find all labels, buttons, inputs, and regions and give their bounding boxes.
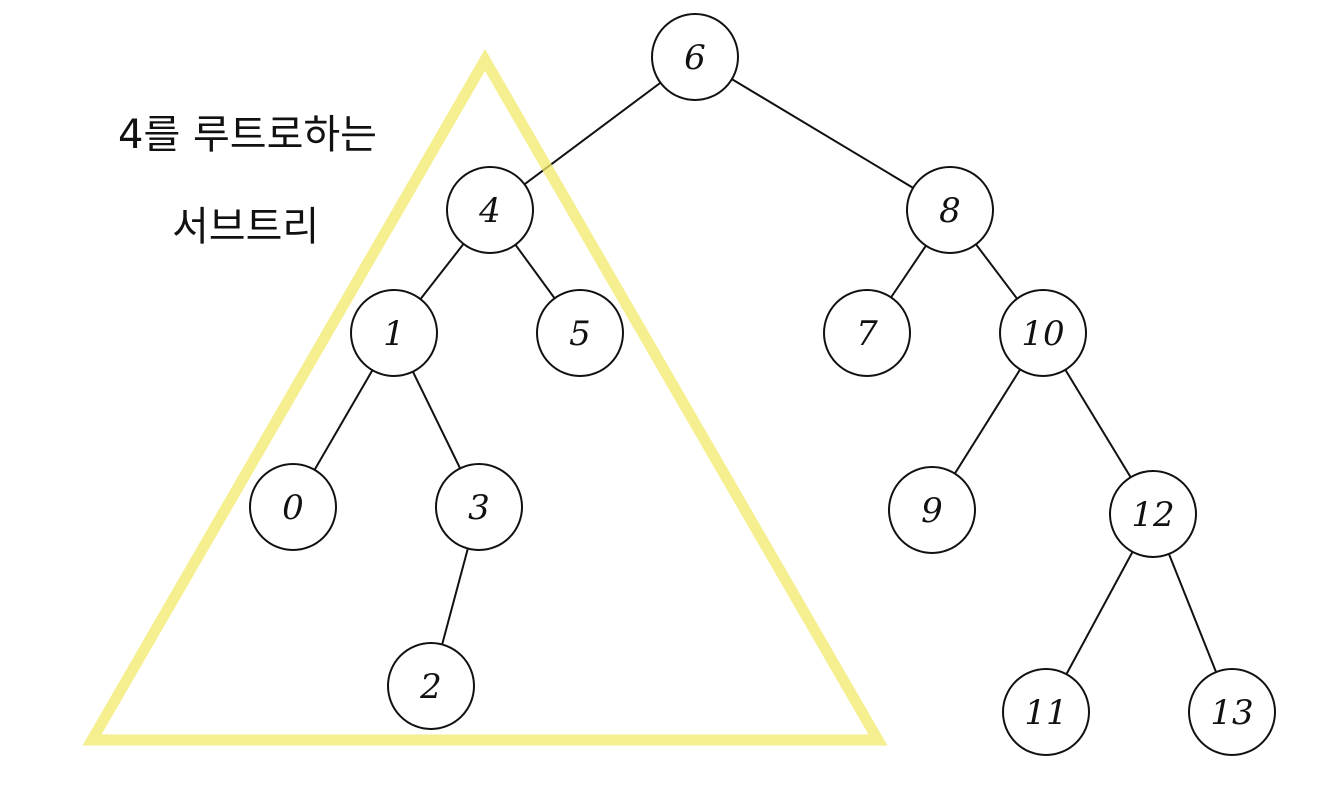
node-label: 13 bbox=[1210, 693, 1253, 733]
tree-node-7: 7 bbox=[823, 289, 911, 377]
node-label: 6 bbox=[684, 38, 706, 78]
tree-node-1: 1 bbox=[350, 289, 438, 377]
node-label: 7 bbox=[856, 314, 878, 354]
node-label: 10 bbox=[1021, 314, 1064, 354]
tree-node-11: 11 bbox=[1002, 668, 1090, 756]
node-circle bbox=[906, 166, 994, 254]
node-label: 11 bbox=[1024, 693, 1067, 733]
node-label: 9 bbox=[921, 491, 943, 531]
node-circle bbox=[1002, 668, 1090, 756]
annotation-line2: 서브트리 bbox=[172, 204, 319, 250]
node-circle bbox=[651, 13, 739, 101]
edge-n6-n8 bbox=[694, 56, 951, 211]
node-label: 2 bbox=[419, 667, 442, 707]
annotation-line1: 4를 루트로하는 bbox=[118, 112, 377, 158]
node-label: 0 bbox=[282, 488, 304, 528]
tree-node-5: 5 bbox=[536, 289, 624, 377]
node-circle bbox=[435, 463, 523, 551]
node-label: 5 bbox=[569, 314, 591, 354]
tree-node-6: 6 bbox=[651, 13, 739, 101]
node-label: 3 bbox=[468, 488, 490, 528]
tree-node-12: 12 bbox=[1109, 470, 1197, 558]
node-circle bbox=[446, 166, 534, 254]
tree-node-4: 4 bbox=[446, 166, 534, 254]
node-circle bbox=[387, 642, 475, 730]
node-label: 12 bbox=[1131, 495, 1174, 535]
node-circle bbox=[1188, 668, 1276, 756]
tree-node-10: 10 bbox=[999, 289, 1087, 377]
tree-node-2: 2 bbox=[387, 642, 475, 730]
node-label: 4 bbox=[478, 191, 501, 231]
node-label: 8 bbox=[939, 191, 961, 231]
tree-node-8: 8 bbox=[906, 166, 994, 254]
tree-node-9: 9 bbox=[888, 466, 976, 554]
tree-node-3: 3 bbox=[435, 463, 523, 551]
node-circle bbox=[999, 289, 1087, 377]
node-circle bbox=[249, 463, 337, 551]
node-circle bbox=[823, 289, 911, 377]
node-circle bbox=[350, 289, 438, 377]
tree-node-0: 0 bbox=[249, 463, 337, 551]
node-circle bbox=[888, 466, 976, 554]
node-label: 1 bbox=[383, 314, 405, 354]
subtree-highlight-triangle bbox=[82, 49, 888, 746]
nodes-layer: 6 4 8 1 5 7 10 0 3 9 12 2 11 13 bbox=[249, 13, 1276, 756]
node-circle bbox=[536, 289, 624, 377]
node-circle bbox=[1109, 470, 1197, 558]
tree-node-13: 13 bbox=[1188, 668, 1276, 756]
